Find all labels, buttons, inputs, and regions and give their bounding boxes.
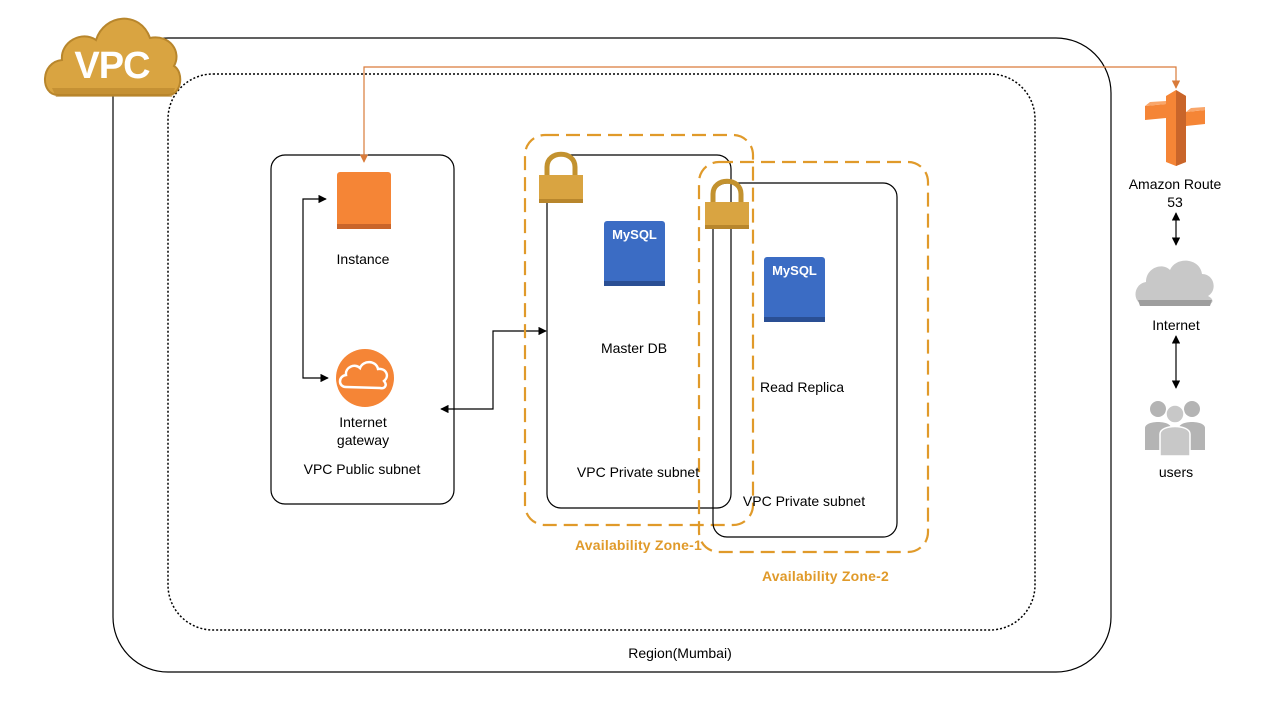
route53-icon xyxy=(1145,90,1205,166)
route53-label-line2: 53 xyxy=(1167,194,1183,210)
private-subnet-1-label: VPC Private subnet xyxy=(576,464,700,480)
route53-instance-connector xyxy=(359,66,1181,163)
gateway-masterdb-connector xyxy=(440,326,547,414)
vpc-badge-label: VPC xyxy=(74,45,150,87)
lock-icon xyxy=(539,151,583,203)
users-label: users xyxy=(1158,464,1194,480)
users-icon xyxy=(1145,401,1205,457)
region-box xyxy=(112,37,1112,673)
private-subnet-2-box xyxy=(712,182,898,538)
internet-label: Internet xyxy=(1152,317,1200,333)
internet-cloud-icon xyxy=(1135,260,1214,306)
mysql-badge-text: MySQL xyxy=(772,263,817,278)
private-subnet-2-label: VPC Private subnet xyxy=(742,493,866,509)
availability-zone-2-label: Availability Zone-2 xyxy=(762,568,889,584)
gateway-label-line1: Internet xyxy=(339,414,387,430)
mysql-icon: MySQL xyxy=(604,221,665,286)
route53-label-line1: Amazon Route xyxy=(1128,176,1222,192)
mysql-badge-text: MySQL xyxy=(612,227,657,242)
ec2-instance-icon xyxy=(337,172,391,229)
master-db-label: Master DB xyxy=(600,340,668,356)
gateway-label-line2: gateway xyxy=(336,432,390,448)
vpc-cloud-icon xyxy=(44,17,182,97)
instance-gateway-connector xyxy=(302,194,329,383)
vpc-box xyxy=(167,73,1036,631)
lock-icon xyxy=(705,178,749,229)
read-replica-label: Read Replica xyxy=(759,379,845,395)
instance-label: Instance xyxy=(336,251,390,267)
region-label: Region(Mumbai) xyxy=(628,645,732,661)
private-subnet-1-box xyxy=(546,154,732,509)
availability-zone-1-label: Availability Zone-1 xyxy=(575,537,702,553)
internet-gateway-icon xyxy=(336,349,394,407)
public-subnet-label: VPC Public subnet xyxy=(303,461,421,477)
mysql-icon: MySQL xyxy=(764,257,825,322)
